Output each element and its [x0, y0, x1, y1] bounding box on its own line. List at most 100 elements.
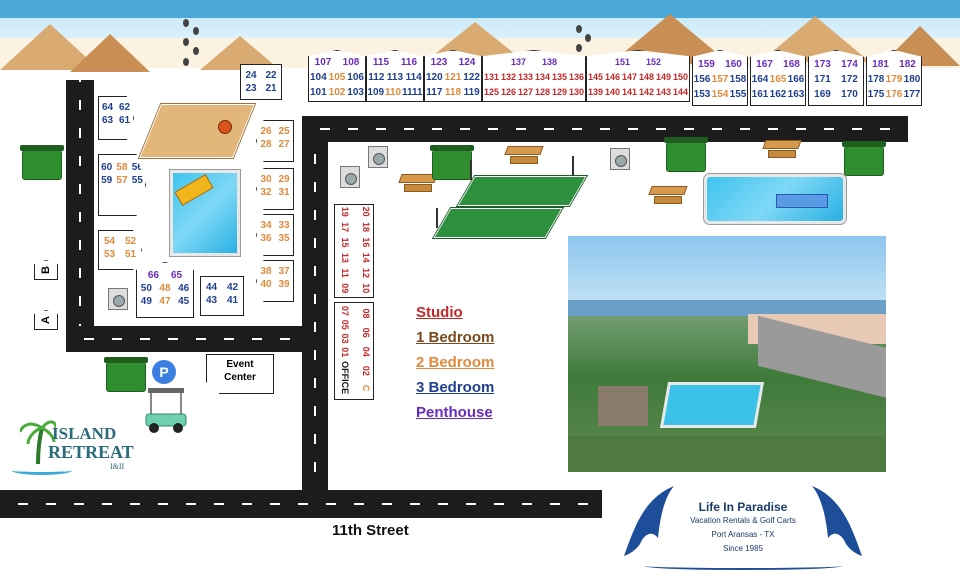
unit-number: 38	[260, 266, 272, 277]
basketball-icon	[218, 120, 232, 134]
parking-slot-b[interactable]: B	[34, 260, 58, 280]
unit-number: 48	[159, 283, 171, 294]
unit-number: 136	[568, 72, 585, 82]
road-11th-street	[0, 490, 602, 518]
legend-2-bedroom: 2 Bedroom	[416, 354, 495, 371]
lamp-post-icon	[436, 208, 438, 228]
unit-number: 63	[101, 115, 114, 126]
unit-number: 110	[384, 87, 402, 98]
road-left	[66, 80, 94, 352]
unit-number: 143	[655, 87, 672, 97]
unit-number: 177	[903, 89, 921, 100]
ocean	[0, 0, 960, 18]
legend-1-bedroom: 1 Bedroom	[416, 329, 495, 346]
unit-number: 152	[646, 57, 662, 67]
unit-number: 06	[361, 327, 371, 338]
unit-number: 119	[463, 87, 480, 98]
unit-number: 46	[178, 283, 190, 294]
unit-number: 158	[729, 74, 747, 85]
legend-3-bedroom: 3 Bedroom	[416, 379, 495, 396]
event-center[interactable]	[206, 354, 274, 394]
unit-number: C	[361, 384, 371, 392]
unit-number: 156	[693, 74, 711, 85]
unit-number: 32	[260, 187, 272, 198]
lip-subtitle-1: Vacation Rentals & Golf Carts	[690, 516, 796, 525]
unit-number: 140	[604, 87, 621, 97]
unit-number: 115	[372, 57, 390, 68]
unit-number: 26	[260, 126, 272, 137]
unit-number: 129	[551, 87, 568, 97]
palm-tree-icon	[20, 420, 56, 465]
unit-number: 145	[587, 72, 604, 82]
unit-number: 56	[131, 162, 143, 173]
unit-number: 28	[260, 139, 272, 150]
unit-number: 175	[867, 89, 885, 100]
tennis-court	[456, 175, 588, 207]
lamp-post-icon	[470, 160, 472, 180]
unit-number: 174	[841, 59, 858, 70]
unit-number: 113	[386, 72, 404, 83]
unit-number: 116	[400, 57, 418, 68]
unit-number: 162	[769, 89, 787, 100]
building-20-09[interactable]	[334, 204, 374, 298]
unit-number: 168	[783, 59, 800, 70]
unit-number: 62	[118, 102, 131, 113]
picnic-table-icon	[506, 146, 540, 166]
unit-number: 144	[672, 87, 689, 97]
unit-number: 13	[340, 252, 350, 263]
logo-line-1: ISLAND	[52, 424, 117, 443]
unit-number: 65	[171, 270, 183, 281]
unit-number: 148	[638, 72, 655, 82]
unit-number: 160	[725, 59, 742, 70]
unit-number: 150	[672, 72, 689, 82]
unit-number: 171	[814, 74, 831, 85]
lip-wave	[644, 562, 842, 570]
building-08-office[interactable]	[334, 302, 374, 400]
footprints-icon	[574, 24, 594, 54]
unit-number: 18	[361, 221, 371, 232]
aerial-photo	[568, 236, 886, 472]
unit-number: 137	[510, 57, 526, 67]
unit-number: 141	[621, 87, 638, 97]
unit-number: 47	[159, 296, 171, 307]
unit-number: 128	[534, 87, 551, 97]
unit-number: 181	[872, 59, 889, 70]
unit-number: 11	[340, 268, 350, 278]
unit-number: 22	[265, 70, 277, 81]
unit-number: 164	[751, 74, 769, 85]
unit-number: 29	[278, 174, 290, 185]
parking-slot-a[interactable]: A	[34, 310, 58, 330]
unit-number: 41	[226, 295, 239, 306]
unit-number: 182	[899, 59, 916, 70]
legend: Studio 1 Bedroom 2 Bedroom 3 Bedroom Pen…	[416, 304, 494, 429]
lamp-post-icon	[572, 156, 574, 176]
unit-number: 12	[361, 267, 371, 278]
unit-number: 102	[328, 87, 346, 98]
logo-line-3: I&II	[110, 462, 125, 471]
unit-number: 151	[614, 57, 630, 67]
unit-number: 161	[751, 89, 769, 100]
unit-number: 133	[517, 72, 534, 82]
unit-number: 36	[260, 233, 272, 244]
unit-number: 60	[101, 162, 113, 173]
